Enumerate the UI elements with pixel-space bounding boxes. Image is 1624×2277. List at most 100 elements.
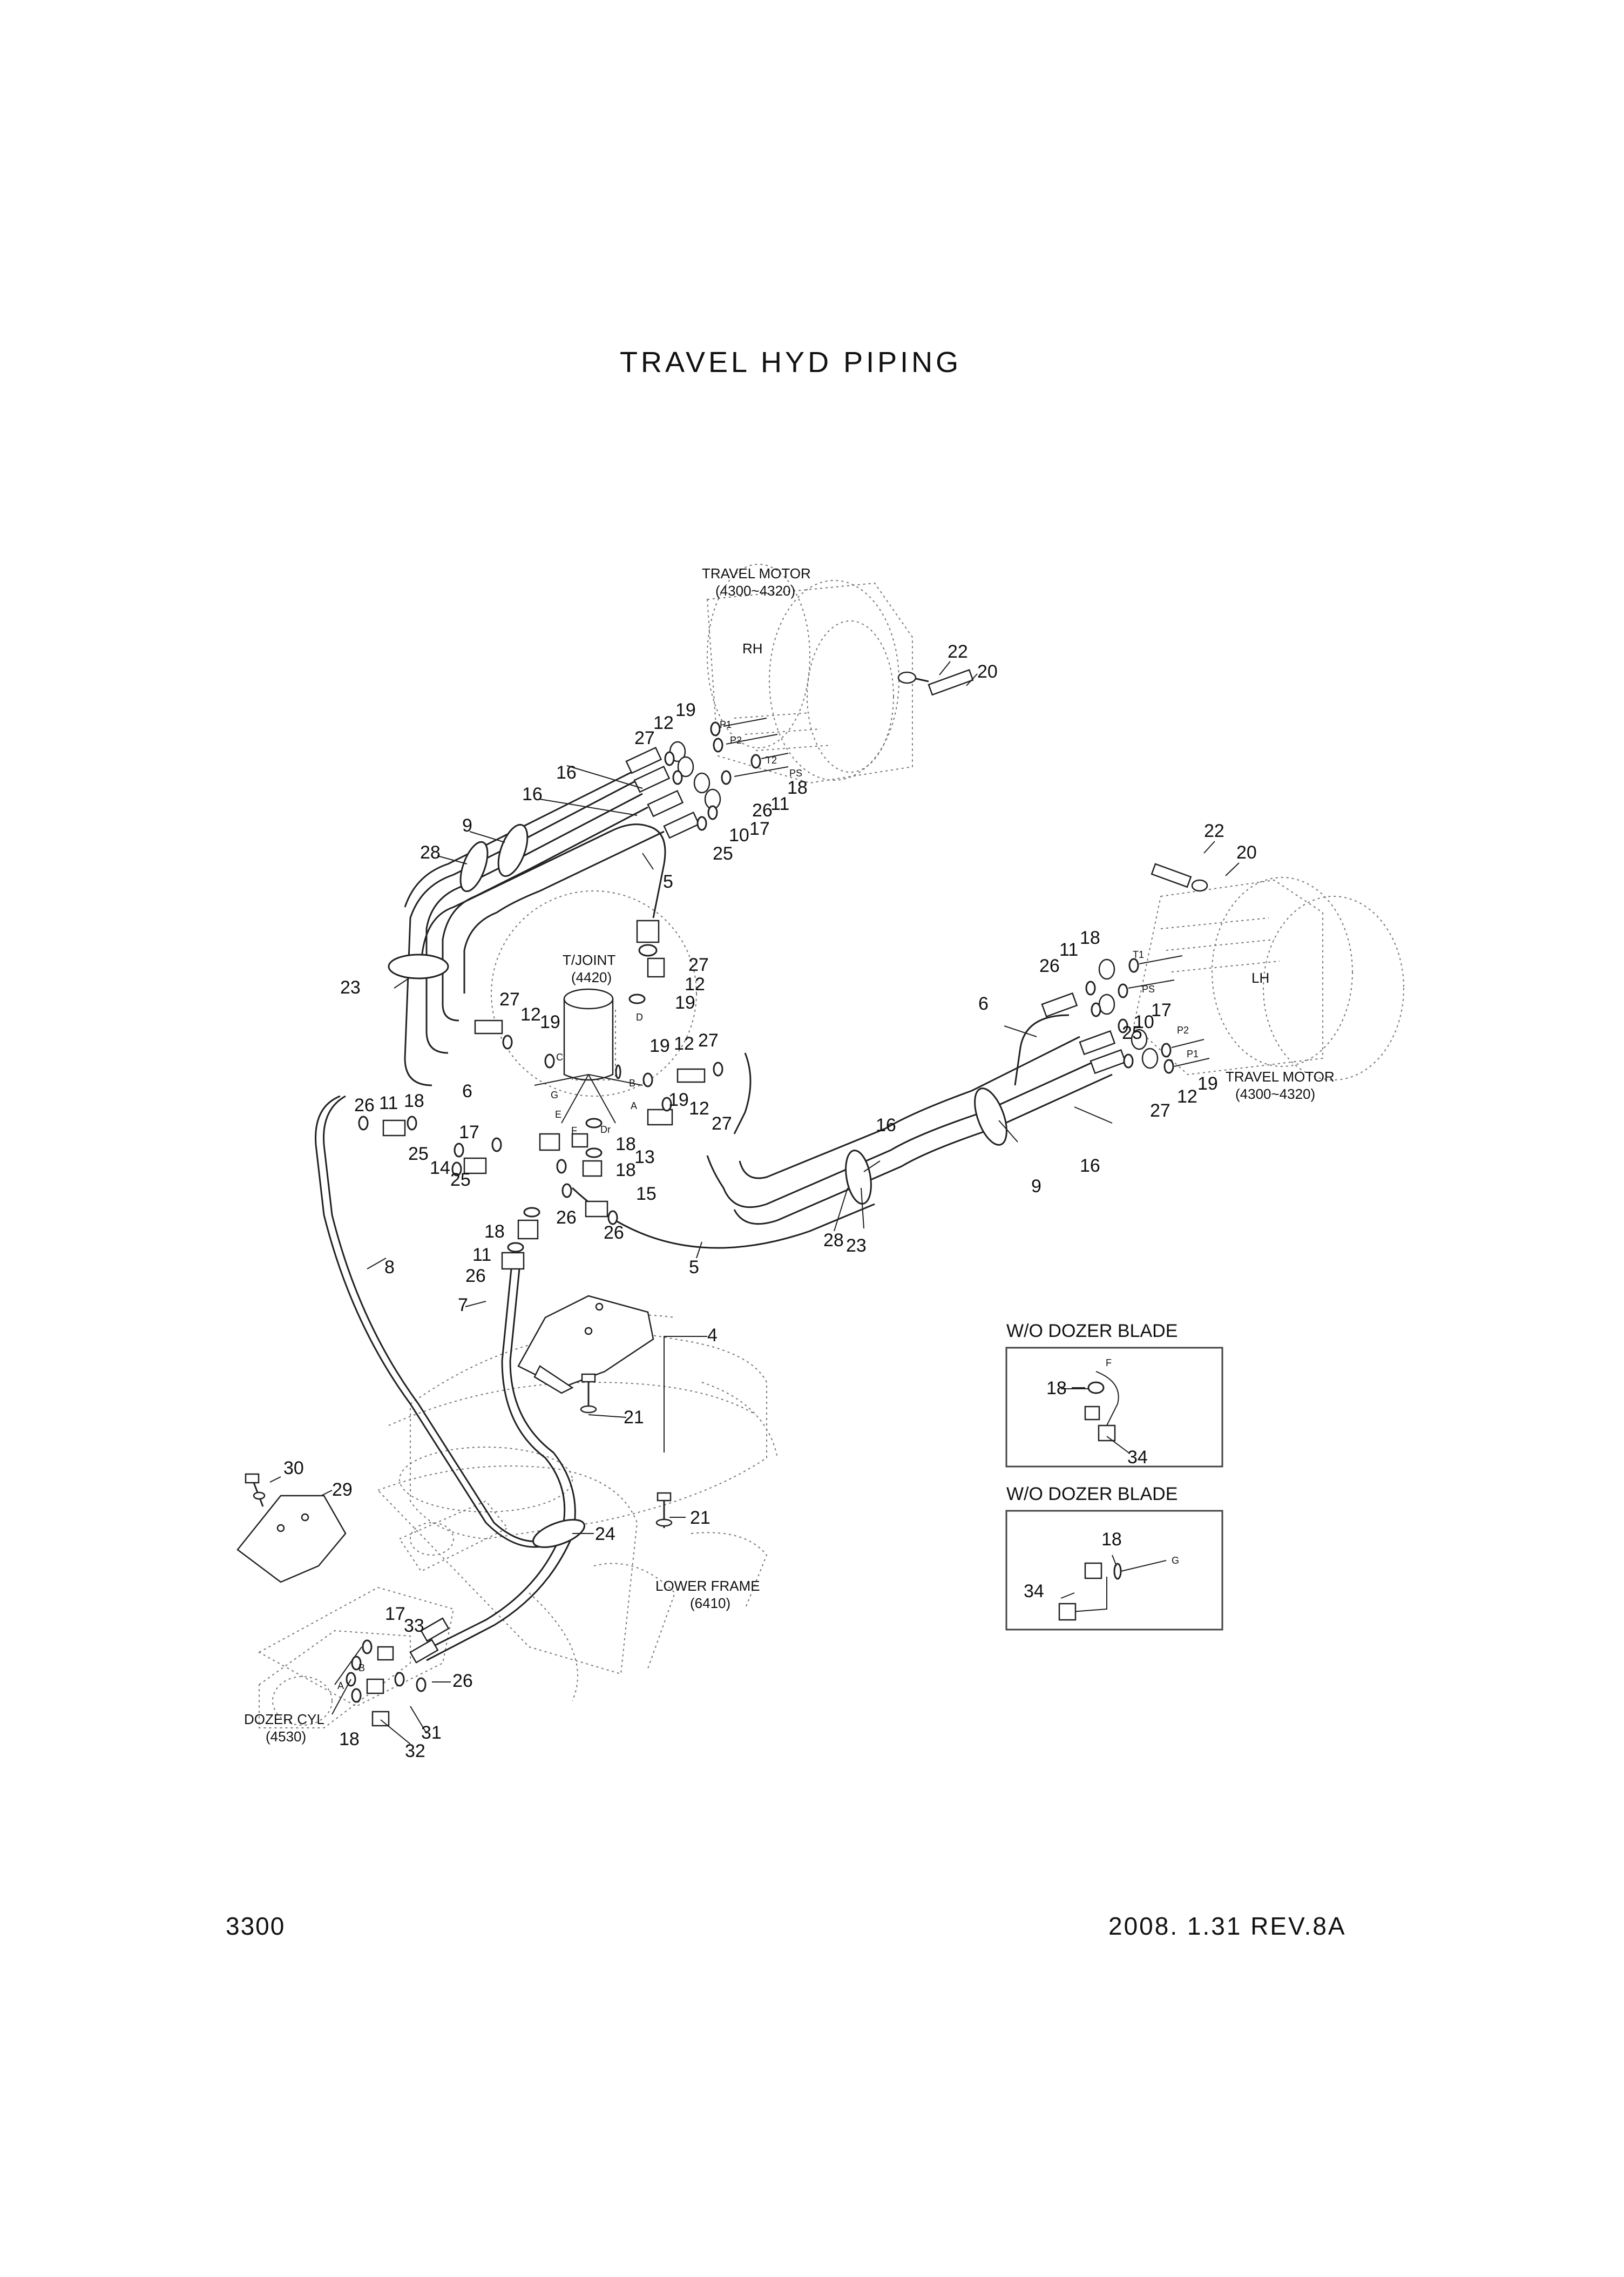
callout: 34	[1024, 1581, 1044, 1602]
callouts: 22 20 19 12 27 16 16 9 28 5 25 10 17 26 …	[283, 641, 1257, 1761]
fittings-dozer	[331, 1617, 450, 1727]
callout: 26	[604, 1222, 624, 1243]
callout: 4	[707, 1325, 718, 1346]
tjoint-title: T/JOINT	[563, 952, 615, 968]
callout: 30	[283, 1458, 304, 1478]
callout: 11	[379, 1093, 398, 1113]
callout: 29	[332, 1479, 353, 1500]
callout: 31	[421, 1722, 442, 1743]
callout: 23	[340, 977, 361, 998]
inset-1-title: W/O DOZER BLADE	[1006, 1321, 1178, 1341]
dozer-cyl-ref: (4530)	[266, 1728, 306, 1745]
callout: 12	[674, 1033, 694, 1054]
callout: 18	[339, 1729, 360, 1749]
callout: 20	[1236, 842, 1257, 863]
tjoint-ref: (4420)	[571, 969, 612, 985]
callout: 16	[522, 784, 543, 805]
callout: 26	[1039, 956, 1060, 976]
callout: 6	[462, 1081, 472, 1102]
revision-date: 2008. 1.31 REV.8A	[1108, 1912, 1346, 1940]
callout: 17	[385, 1604, 405, 1624]
callout: 18	[1101, 1529, 1122, 1550]
bracket-4	[517, 1295, 654, 1394]
callout: 12	[689, 1098, 709, 1119]
callout: 12	[685, 974, 705, 995]
callout: 34	[1127, 1447, 1148, 1468]
callout: 27	[499, 989, 520, 1010]
callout: 11	[770, 794, 789, 814]
callout: 18	[1080, 928, 1100, 948]
travel-motor-rh	[706, 564, 974, 784]
callout: 26	[752, 800, 773, 821]
travel-motor-lh	[1133, 863, 1404, 1080]
callout: 14	[430, 1158, 450, 1178]
callout: 26	[354, 1095, 375, 1116]
callout: 16	[1080, 1156, 1100, 1176]
callout: 27	[634, 728, 655, 748]
bolt-30	[245, 1473, 266, 1507]
port-ps-lh: PS	[1142, 984, 1155, 995]
dozer-cyl-title: DOZER CYL	[244, 1711, 324, 1727]
callout: 16	[876, 1115, 896, 1136]
callout: 11	[472, 1245, 491, 1265]
clamp-24	[532, 1519, 585, 1548]
bolt-21b	[655, 1492, 673, 1528]
callout: 26	[452, 1671, 473, 1691]
callout: 18	[484, 1221, 505, 1242]
dozer-cylinder	[259, 1500, 509, 1728]
callout: 33	[404, 1616, 424, 1636]
callout: 25	[713, 843, 733, 864]
port-tj-g: G	[551, 1090, 558, 1100]
hose-set-rh	[404, 771, 665, 1086]
inset-1-port-f: F	[1106, 1357, 1112, 1368]
callout: 27	[698, 1030, 719, 1051]
travel-motor-rh-title: TRAVEL MOTOR	[702, 565, 811, 582]
port-tj-d: D	[636, 1012, 643, 1023]
hose-7	[421, 1252, 576, 1661]
callout: 12	[653, 713, 674, 733]
callout: 21	[690, 1508, 710, 1528]
callout: 8	[384, 1257, 395, 1278]
inset-box-1	[1005, 1347, 1223, 1468]
callout: 11	[1059, 940, 1078, 960]
hose-top-loop	[420, 823, 666, 972]
callout: 13	[634, 1147, 655, 1167]
callout: 25	[408, 1144, 429, 1164]
port-cyl-b: B	[358, 1663, 365, 1673]
inset-2-port-g: G	[1172, 1555, 1179, 1566]
bolt-21a	[580, 1373, 597, 1414]
fittings-tjoint	[358, 920, 723, 1270]
turning-joint	[491, 890, 697, 1124]
port-t2: T2	[766, 755, 777, 766]
callout: 17	[459, 1122, 479, 1143]
hose-set-lh	[571, 1014, 1113, 1249]
callout: 25	[1122, 1023, 1142, 1043]
callout: 19	[675, 992, 695, 1013]
callout: 12	[1177, 1086, 1197, 1107]
callout: 28	[420, 842, 441, 863]
callout: 9	[1031, 1176, 1041, 1197]
callout: 25	[450, 1170, 471, 1190]
rh-label: RH	[742, 640, 763, 657]
callout: 18	[615, 1134, 636, 1154]
callout: 22	[948, 641, 968, 662]
clamp-23	[388, 954, 449, 979]
port-t1: T1	[1133, 949, 1144, 960]
leader-lines	[269, 661, 1240, 1745]
callout: 17	[749, 819, 770, 839]
callout: 5	[689, 1257, 699, 1278]
lower-frame-title: LOWER FRAME	[655, 1578, 760, 1594]
port-tj-e: E	[555, 1109, 561, 1120]
lower-frame-ref: (6410)	[690, 1595, 730, 1611]
port-tj-f: F	[571, 1125, 577, 1136]
callout: 18	[1046, 1378, 1067, 1398]
callout: 19	[1197, 1073, 1218, 1094]
fittings-rh	[625, 718, 789, 839]
callout: 28	[823, 1230, 844, 1251]
callout: 18	[787, 778, 808, 798]
callout: 17	[1151, 1000, 1172, 1021]
callout: 15	[636, 1184, 657, 1204]
port-tj-c: C	[556, 1052, 563, 1063]
port-p1-rh: P1	[720, 719, 732, 730]
